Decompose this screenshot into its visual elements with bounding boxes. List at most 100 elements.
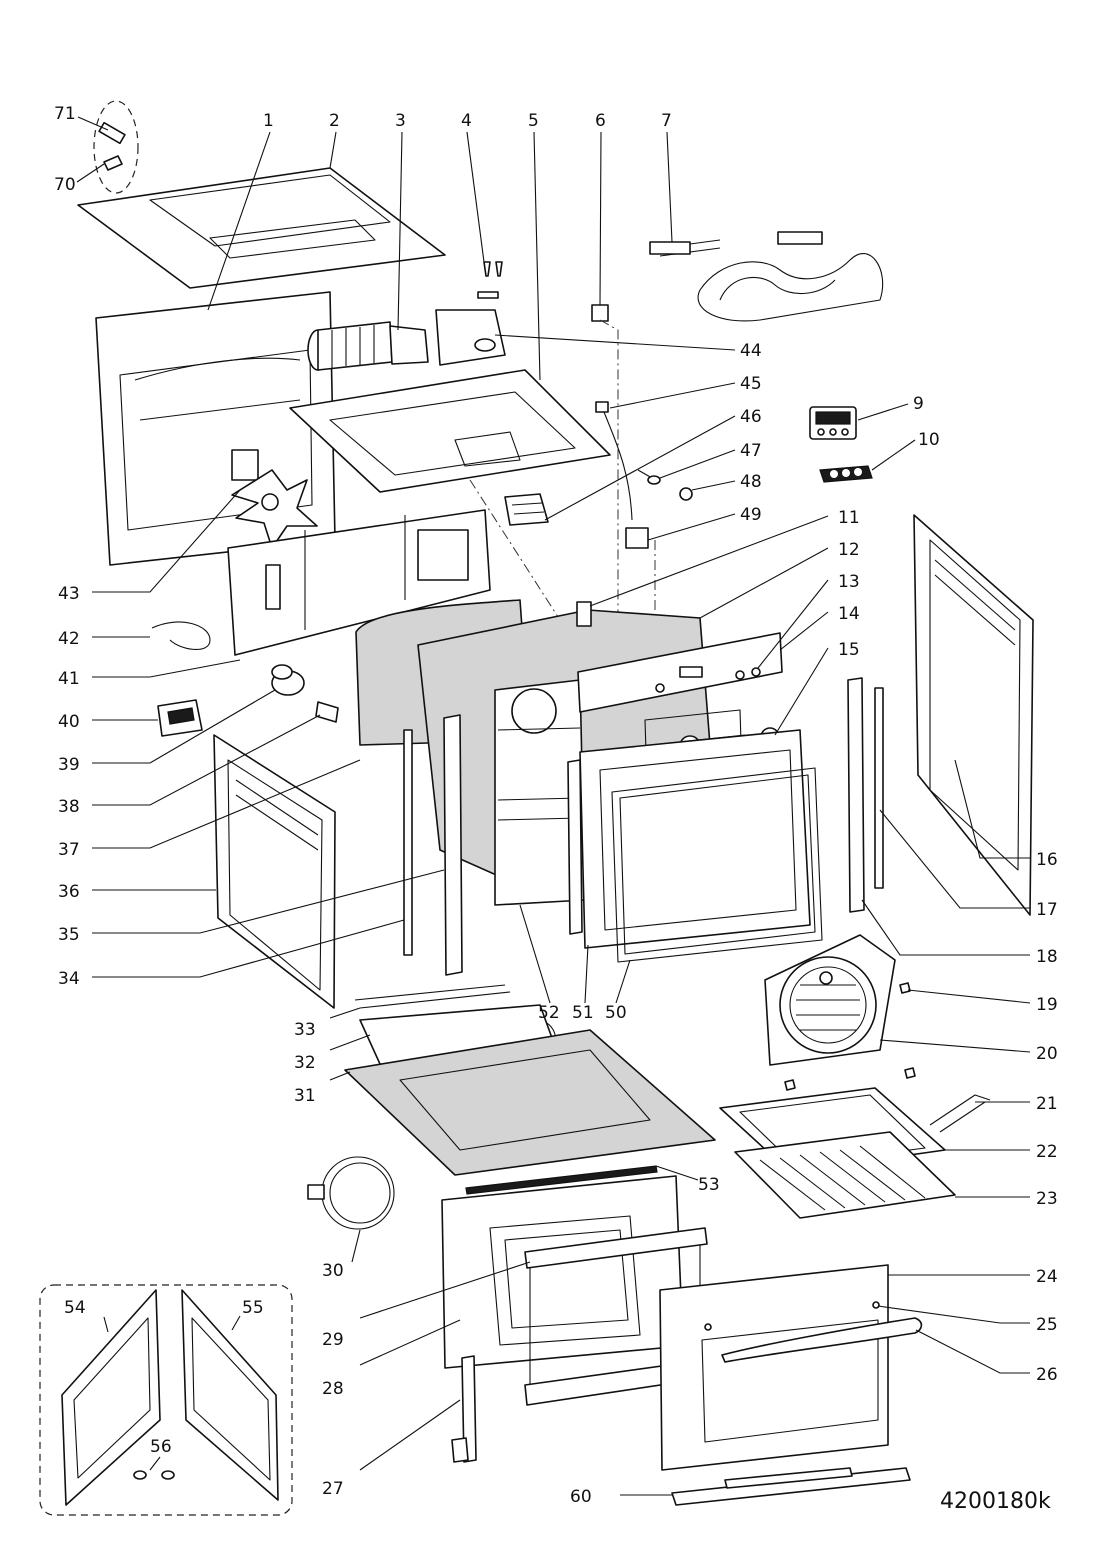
clip-detail-70-71 [93,100,139,194]
callout-14: 14 [838,604,860,624]
callout-37: 37 [58,840,80,860]
callout-55: 55 [242,1298,264,1318]
callout-17: 17 [1036,900,1058,920]
lamp-bulb-38 [315,701,339,723]
callout-9: 9 [913,394,924,414]
hinge-27 [451,1355,477,1463]
right-rail-18 [847,677,865,913]
callout-47: 47 [740,441,762,461]
callout-6: 6 [595,111,606,131]
cable-42 [151,621,211,650]
callout-54: 54 [64,1298,86,1318]
callout-56: 56 [150,1437,172,1457]
callout-12: 12 [838,540,860,560]
callout-49: 49 [740,505,762,525]
callout-38: 38 [58,797,80,817]
door-handle-26 [721,1317,923,1363]
callout-30: 30 [322,1261,344,1281]
inner-door-28 [441,1175,684,1369]
callout-15: 15 [838,640,860,660]
grill-element-7 [649,231,884,322]
switch-49 [625,527,656,660]
callout-70: 70 [54,175,76,195]
callout-16: 16 [1036,850,1058,870]
callout-24: 24 [1036,1267,1058,1287]
callout-1: 1 [263,111,274,131]
callout-19: 19 [1036,995,1058,1015]
callout-40: 40 [58,712,80,732]
catalytic-panels-inset [39,1284,293,1516]
left-rail-52 [443,714,583,976]
door-trim-60 [671,1467,911,1506]
callout-7: 7 [661,111,672,131]
callout-36: 36 [58,882,80,902]
callout-35: 35 [58,925,80,945]
leader-lines [76,116,1031,1496]
callout-13: 13 [838,572,860,592]
screws-19 [784,982,916,1091]
seal-strip-53 [465,1165,658,1195]
callout-52: 52 [538,1003,560,1023]
callout-10: 10 [918,430,940,450]
fan-cover-20 [764,934,896,1066]
base-plate-31 [344,1029,716,1176]
callout-11: 11 [838,508,860,528]
left-side-panel-36 [213,734,336,1009]
terminal-board-40 [157,699,203,737]
terminal-box-44 [435,309,506,366]
callout-71: 71 [54,104,76,124]
callout-60: 60 [570,1487,592,1507]
callout-43: 43 [58,584,80,604]
callout-18: 18 [1036,947,1058,967]
drawing-code: 4200180k [940,1489,1051,1514]
callout-23: 23 [1036,1189,1058,1209]
callout-25: 25 [1036,1315,1058,1335]
callout-26: 26 [1036,1365,1058,1385]
front-frame-51 [579,729,811,949]
callout-41: 41 [58,669,80,689]
callout-46: 46 [740,407,762,427]
right-side-panel-16 [913,514,1034,916]
callout-31: 31 [294,1086,316,1106]
thermal-fuse-47 [637,469,661,485]
callout-33: 33 [294,1020,316,1040]
callout-45: 45 [740,374,762,394]
electronic-timer-9 [809,406,857,440]
lamp-cable-45 [595,401,633,521]
callout-50: 50 [605,1003,627,1023]
right-strip-17 [874,687,884,889]
callout-34: 34 [58,969,80,989]
top-cover-2 [77,167,446,289]
screws-25 [704,1301,880,1331]
callout-labels: 71 70 1 2 3 4 5 6 7 44 45 46 47 48 49 9 … [54,104,1058,1514]
fan-assembly-43 [231,449,318,549]
callout-27: 27 [322,1479,344,1499]
callout-28: 28 [322,1379,344,1399]
callout-39: 39 [58,755,80,775]
control-panel-14 [577,632,783,713]
trim-34 [403,729,413,956]
callout-2: 2 [329,111,340,131]
fan-plate-41 [227,509,491,656]
callout-22: 22 [1036,1142,1058,1162]
cavity-pipe-11 [576,601,592,627]
pilot-lamp-48 [679,487,693,501]
callout-42: 42 [58,629,80,649]
callout-21: 21 [1036,1094,1058,1114]
terminal-block-46 [469,479,561,621]
lamp-cover-39 [271,664,305,696]
callout-5: 5 [528,111,539,131]
door-seal-50 [611,767,823,963]
rack-guide-21 [929,1094,991,1133]
callout-51: 51 [572,1003,594,1023]
callout-53: 53 [698,1175,720,1195]
top-plate-5 [289,369,611,493]
cooling-fan-3 [307,321,429,371]
callout-44: 44 [740,341,762,361]
screws-4 [477,261,503,299]
circular-element-30 [307,1156,395,1230]
callout-20: 20 [1036,1044,1058,1064]
callout-4: 4 [461,111,472,131]
callout-3: 3 [395,111,406,131]
